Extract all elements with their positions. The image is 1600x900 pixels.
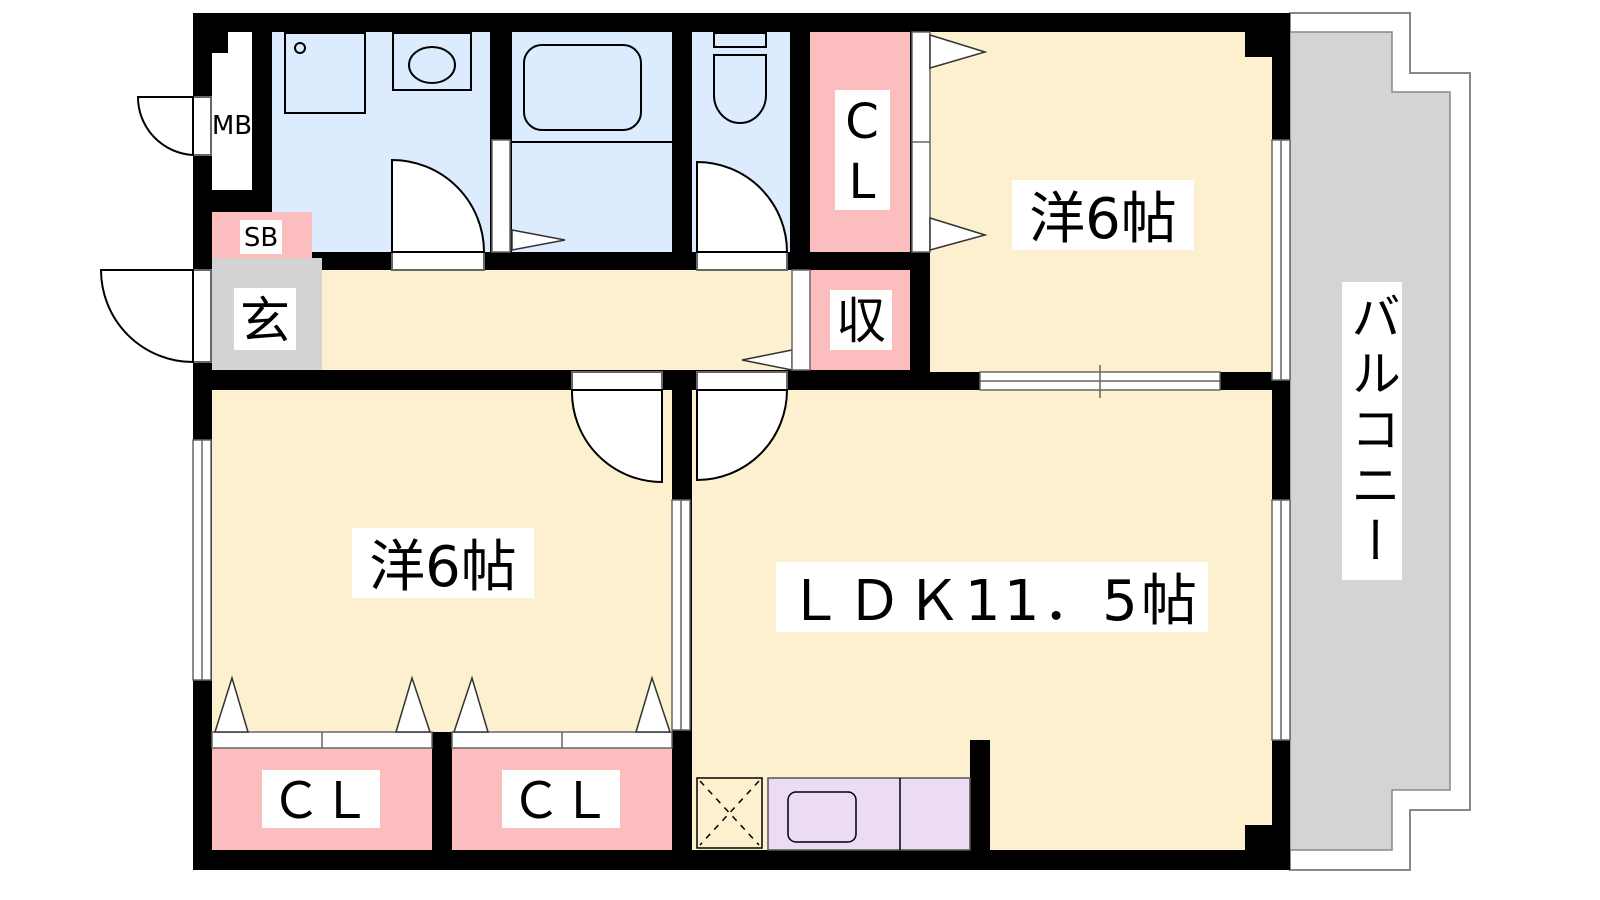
mb-label: MB [212, 111, 252, 141]
closet-right-label: ＣＬ [511, 772, 611, 830]
storage-label: 収 [836, 292, 886, 350]
hallway [322, 270, 792, 370]
sink [392, 32, 472, 91]
wall-stub [970, 740, 990, 850]
closet-left-label: ＣＬ [271, 772, 371, 830]
balcony-label: バルコニー [1342, 282, 1402, 580]
closet-top-label-l: L [849, 154, 876, 210]
kitchen-sink [787, 791, 857, 843]
closet-sliding-doors [211, 31, 988, 749]
fixtures [284, 32, 971, 851]
doors[interactable] [99, 96, 789, 484]
ldk-label: ＬＤＫ11．5帖 [787, 569, 1197, 634]
bathtub [523, 44, 642, 131]
wall-stub [432, 732, 452, 850]
bedroom-ne-label: 洋6帖 [1029, 187, 1177, 252]
windows [192, 139, 1291, 741]
closet-top-label-c: C [845, 94, 879, 150]
sb-label: SB [244, 223, 278, 253]
toilet-bowl [713, 32, 767, 48]
wall-stub [1245, 32, 1272, 57]
kitchen-counter [767, 777, 971, 851]
wall-stub [1245, 825, 1272, 850]
wall-stub [193, 13, 228, 53]
washing-machine [284, 32, 366, 114]
bedroom-sw-label: 洋6帖 [369, 535, 517, 600]
entrance-label: 玄 [240, 292, 290, 350]
